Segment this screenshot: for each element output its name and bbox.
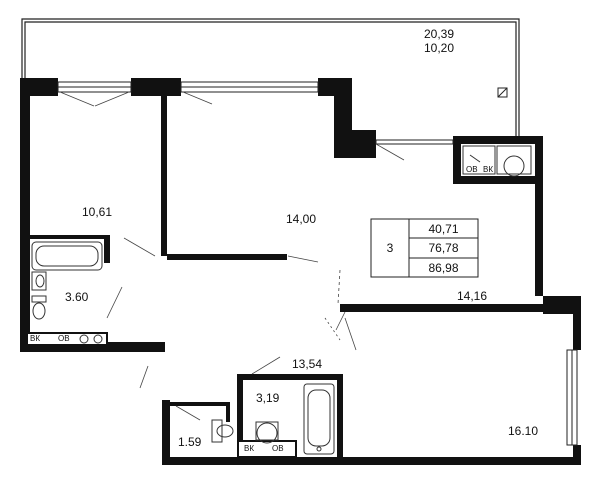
riser-label-left-ov: ОВ <box>58 334 70 343</box>
windows <box>57 81 578 446</box>
riser-label-bottom-vk: ВК <box>244 444 254 453</box>
summary-total-with-balcony: 86,98 <box>428 260 459 275</box>
balcony-area-1: 20,39 <box>424 27 455 41</box>
riser-label-top-ov: ОВ <box>466 165 478 174</box>
room-area-bedroom-left: 10,61 <box>82 205 113 219</box>
window-swings <box>59 91 405 161</box>
sink-left <box>31 271 47 291</box>
balcony-drain-icon <box>497 87 508 98</box>
summary-total-area: 76,78 <box>428 241 459 255</box>
room-area-bedroom-middle: 14,00 <box>286 212 317 226</box>
kitchen-appliances <box>462 145 532 177</box>
summary-table <box>370 218 479 278</box>
balcony-area-2: 10,20 <box>424 41 455 55</box>
room-area-toilet: 1.59 <box>178 435 202 449</box>
riser-label-top-vk: ВК <box>483 165 493 174</box>
toilet-small <box>211 419 234 443</box>
summary-living-area: 40,71 <box>428 221 459 236</box>
room-area-hallway: 13,54 <box>292 357 323 371</box>
washer-icons-left <box>79 334 103 344</box>
riser-label-left-vk: ВК <box>30 334 40 343</box>
summary-rooms-count: 3 <box>386 241 394 255</box>
riser-label-bottom-ov: ОВ <box>272 444 284 453</box>
door-swings <box>106 237 357 421</box>
room-area-bedroom-right: 16.10 <box>508 424 539 438</box>
room-area-living-room: 14,16 <box>457 289 488 303</box>
walls <box>20 78 581 465</box>
balcony-outline <box>21 18 520 136</box>
room-area-bathroom-small: 3,19 <box>256 391 280 405</box>
sink-small <box>255 421 279 444</box>
bathtub-small <box>303 383 335 455</box>
toilet-left <box>31 295 47 320</box>
room-area-bathroom-left: 3.60 <box>65 290 89 304</box>
bathtub-left <box>31 241 103 271</box>
